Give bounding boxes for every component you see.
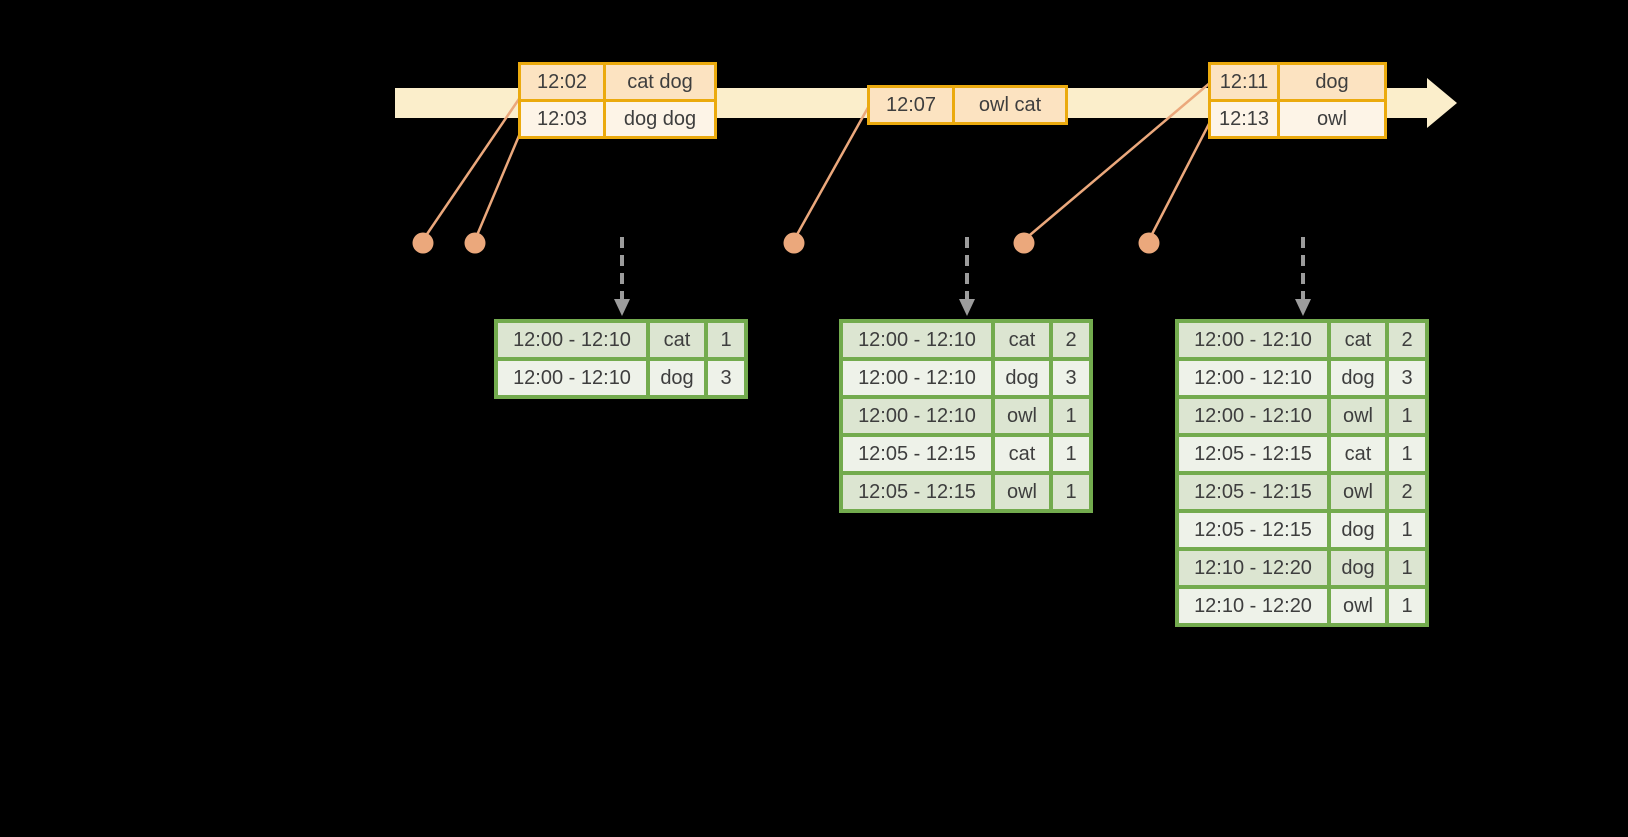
count-cell: 1 (1385, 395, 1429, 437)
event-row: 12:11 dog (1208, 62, 1387, 102)
window-cell: 12:05 - 12:15 (839, 433, 995, 475)
word-cell: cat (991, 319, 1053, 361)
result-table-1: 12:00 - 12:10 cat 1 12:00 - 12:10 dog 3 (494, 319, 748, 399)
result-table-3: 12:00 - 12:10 cat 2 12:00 - 12:10 dog 3 … (1175, 319, 1429, 627)
event-dot (412, 232, 434, 254)
result-row: 12:05 - 12:15 dog 1 (1175, 509, 1429, 551)
count-cell: 1 (1049, 395, 1093, 437)
word-cell: owl (1327, 395, 1389, 437)
result-row: 12:10 - 12:20 owl 1 (1175, 585, 1429, 627)
result-row: 12:00 - 12:10 dog 3 (1175, 357, 1429, 399)
event-words-cell: owl (1277, 99, 1387, 139)
result-row: 12:00 - 12:10 cat 1 (494, 319, 748, 361)
window-cell: 12:00 - 12:10 (1175, 395, 1331, 437)
event-words-cell: dog dog (603, 99, 717, 139)
event-table-2: 12:07 owl cat (867, 85, 1068, 125)
count-cell: 1 (704, 319, 748, 361)
window-cell: 12:10 - 12:20 (1175, 585, 1331, 627)
event-row: 12:02 cat dog (518, 62, 717, 102)
word-cell: cat (991, 433, 1053, 475)
event-words-cell: owl cat (952, 85, 1068, 125)
result-row: 12:10 - 12:20 dog 1 (1175, 547, 1429, 589)
event-time-cell: 12:07 (867, 85, 955, 125)
count-cell: 1 (1385, 509, 1429, 551)
window-cell: 12:10 - 12:20 (1175, 547, 1331, 589)
event-row: 12:07 owl cat (867, 85, 1068, 125)
event-row: 12:03 dog dog (518, 99, 717, 139)
window-cell: 12:05 - 12:15 (1175, 433, 1331, 475)
connector-line (421, 95, 523, 241)
event-dot (783, 232, 805, 254)
window-cell: 12:05 - 12:15 (1175, 471, 1331, 513)
event-dot (464, 232, 486, 254)
event-words-cell: dog (1277, 62, 1387, 102)
result-table-2: 12:00 - 12:10 cat 2 12:00 - 12:10 dog 3 … (839, 319, 1093, 513)
result-row: 12:05 - 12:15 cat 1 (839, 433, 1093, 475)
event-time-cell: 12:13 (1208, 99, 1280, 139)
event-dot (1138, 232, 1160, 254)
result-row: 12:05 - 12:15 owl 1 (839, 471, 1093, 513)
event-time-cell: 12:02 (518, 62, 606, 102)
word-cell: dog (646, 357, 708, 399)
window-cell: 12:00 - 12:10 (1175, 319, 1331, 361)
connector-line (473, 130, 523, 241)
count-cell: 3 (1049, 357, 1093, 399)
word-cell: owl (991, 395, 1053, 437)
connector-line (1023, 81, 1212, 241)
count-cell: 2 (1385, 471, 1429, 513)
word-cell: owl (1327, 585, 1389, 627)
event-table-1: 12:02 cat dog 12:03 dog dog (518, 62, 717, 139)
connector-line (792, 103, 872, 241)
result-row: 12:00 - 12:10 owl 1 (839, 395, 1093, 437)
result-row: 12:05 - 12:15 cat 1 (1175, 433, 1429, 475)
word-cell: dog (1327, 357, 1389, 399)
count-cell: 2 (1049, 319, 1093, 361)
count-cell: 1 (1049, 433, 1093, 475)
word-cell: owl (991, 471, 1053, 513)
result-row: 12:00 - 12:10 cat 2 (839, 319, 1093, 361)
event-time-cell: 12:03 (518, 99, 606, 139)
window-cell: 12:00 - 12:10 (1175, 357, 1331, 399)
result-row: 12:05 - 12:15 owl 2 (1175, 471, 1429, 513)
word-cell: owl (1327, 471, 1389, 513)
timeline-arrowhead-icon (1427, 78, 1457, 128)
connector-line (1147, 119, 1213, 241)
event-words-cell: cat dog (603, 62, 717, 102)
event-table-3: 12:11 dog 12:13 owl (1208, 62, 1387, 139)
result-row: 12:00 - 12:10 owl 1 (1175, 395, 1429, 437)
trigger-arrow-icon (1295, 237, 1311, 316)
window-cell: 12:05 - 12:15 (1175, 509, 1331, 551)
event-dot (1013, 232, 1035, 254)
count-cell: 1 (1385, 585, 1429, 627)
count-cell: 3 (704, 357, 748, 399)
result-row: 12:00 - 12:10 dog 3 (494, 357, 748, 399)
window-cell: 12:00 - 12:10 (839, 395, 995, 437)
result-row: 12:00 - 12:10 dog 3 (839, 357, 1093, 399)
word-cell: dog (1327, 547, 1389, 589)
window-cell: 12:00 - 12:10 (494, 319, 650, 361)
trigger-arrow-icon (614, 237, 630, 316)
count-cell: 3 (1385, 357, 1429, 399)
window-cell: 12:00 - 12:10 (839, 357, 995, 399)
window-cell: 12:05 - 12:15 (839, 471, 995, 513)
event-row: 12:13 owl (1208, 99, 1387, 139)
count-cell: 1 (1049, 471, 1093, 513)
count-cell: 1 (1385, 433, 1429, 475)
word-cell: cat (646, 319, 708, 361)
word-cell: cat (1327, 433, 1389, 475)
count-cell: 2 (1385, 319, 1429, 361)
window-cell: 12:00 - 12:10 (494, 357, 650, 399)
word-cell: dog (1327, 509, 1389, 551)
word-cell: cat (1327, 319, 1389, 361)
window-cell: 12:00 - 12:10 (839, 319, 995, 361)
event-time-cell: 12:11 (1208, 62, 1280, 102)
trigger-arrow-icon (959, 237, 975, 316)
word-cell: dog (991, 357, 1053, 399)
count-cell: 1 (1385, 547, 1429, 589)
result-row: 12:00 - 12:10 cat 2 (1175, 319, 1429, 361)
